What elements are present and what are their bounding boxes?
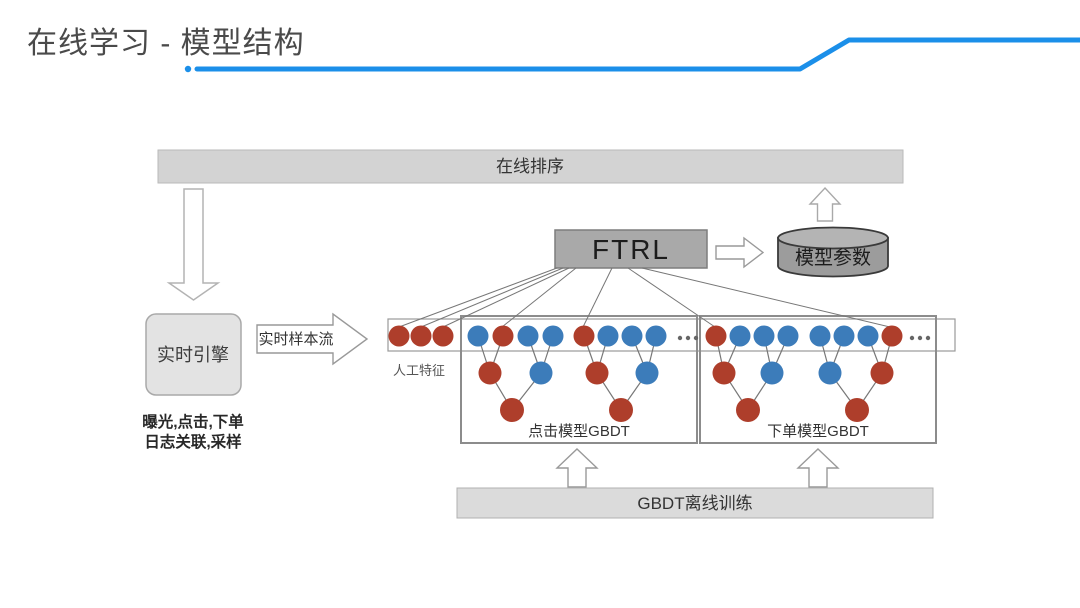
tree-root-node bbox=[609, 398, 633, 422]
realtime-engine-label: 实时引擎 bbox=[157, 345, 229, 365]
leaf-node bbox=[705, 325, 727, 347]
ellipsis-dot bbox=[677, 335, 683, 341]
tree-node bbox=[635, 361, 659, 385]
manual-features-label: 人工特征 bbox=[393, 363, 445, 378]
leaf-node bbox=[573, 325, 595, 347]
leaf-node bbox=[621, 325, 643, 347]
tree-node bbox=[478, 361, 502, 385]
leaf-node bbox=[857, 325, 879, 347]
log-note-line1: 曝光,点击,下单 bbox=[142, 412, 244, 431]
accent-line bbox=[194, 37, 1080, 72]
leaf-node bbox=[881, 325, 903, 347]
up-arrow-order-icon bbox=[796, 448, 840, 488]
leaf-node bbox=[833, 325, 855, 347]
leaf-node bbox=[542, 325, 564, 347]
diagram-nodes bbox=[388, 325, 903, 422]
model-params-cylinder: 模型参数 bbox=[777, 226, 889, 278]
fan-line bbox=[627, 267, 716, 328]
ellipsis-dot bbox=[909, 335, 915, 341]
leaf-node bbox=[809, 325, 831, 347]
leaf-node bbox=[410, 325, 432, 347]
ftrl-fan-lines bbox=[398, 267, 891, 328]
leaf-node bbox=[645, 325, 667, 347]
ellipsis-dots bbox=[677, 335, 931, 341]
ftrl-label: FTRL bbox=[592, 234, 670, 265]
tree-root-node bbox=[736, 398, 760, 422]
accent-dot bbox=[184, 65, 192, 73]
page-title: 在线学习 - 模型结构 bbox=[27, 27, 305, 60]
leaf-node bbox=[432, 325, 454, 347]
up-arrow-click-icon bbox=[555, 448, 599, 488]
fan-line bbox=[398, 267, 558, 328]
leaf-node bbox=[467, 325, 489, 347]
tree-node bbox=[529, 361, 553, 385]
leaf-node bbox=[753, 325, 775, 347]
tree-node bbox=[585, 361, 609, 385]
realtime-engine-box bbox=[145, 313, 242, 396]
sample-stream-arrow bbox=[256, 312, 369, 366]
ftrl-box bbox=[554, 229, 708, 269]
tree-node bbox=[818, 361, 842, 385]
fan-line bbox=[420, 267, 564, 328]
online-ranking-bar bbox=[157, 149, 904, 184]
tree-node bbox=[712, 361, 736, 385]
leaf-node bbox=[492, 325, 514, 347]
order-gbdt-label: 下单模型GBDT bbox=[767, 423, 869, 440]
model-params-label: 模型参数 bbox=[795, 247, 871, 269]
fan-line bbox=[641, 267, 891, 328]
tree-root-node bbox=[500, 398, 524, 422]
right-arrow-icon bbox=[715, 236, 765, 269]
order-gbdt-box bbox=[699, 315, 937, 444]
sample-stream-label: 实时样本流 bbox=[258, 331, 333, 348]
tree-node bbox=[870, 361, 894, 385]
tree-node bbox=[760, 361, 784, 385]
fan-line bbox=[442, 267, 570, 328]
offline-training-bar bbox=[456, 487, 934, 519]
leaf-node bbox=[777, 325, 799, 347]
ellipsis-dot bbox=[925, 335, 931, 341]
leaf-node bbox=[729, 325, 751, 347]
click-gbdt-box bbox=[460, 315, 698, 444]
leaf-node bbox=[517, 325, 539, 347]
log-note-line2: 日志关联,采样 bbox=[144, 432, 241, 451]
tree-root-node bbox=[845, 398, 869, 422]
fan-line bbox=[582, 267, 613, 328]
offline-training-label: GBDT离线训练 bbox=[637, 494, 752, 513]
up-arrow-params-icon bbox=[808, 186, 842, 222]
down-arrow-icon bbox=[166, 188, 221, 301]
leaf-node bbox=[388, 325, 410, 347]
online-ranking-label: 在线排序 bbox=[496, 157, 564, 176]
click-gbdt-label: 点击模型GBDT bbox=[528, 423, 630, 440]
ellipsis-dot bbox=[917, 335, 923, 341]
fan-line bbox=[501, 267, 577, 328]
ellipsis-dot bbox=[693, 335, 699, 341]
ellipsis-dot bbox=[685, 335, 691, 341]
leaf-node bbox=[597, 325, 619, 347]
cylinder-top bbox=[777, 226, 889, 250]
